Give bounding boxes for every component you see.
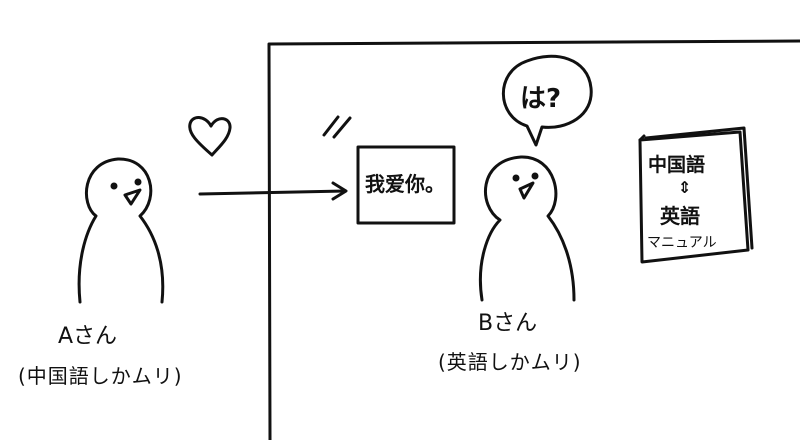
speech-bubble-text: は? xyxy=(520,84,562,114)
note-card-text: 我爱你。 xyxy=(365,172,445,196)
person-b-figure xyxy=(478,155,576,302)
person-b-name: Bさん xyxy=(478,311,538,336)
arrow-right-icon xyxy=(198,181,348,201)
person-b-language-note: (英語しかムリ) xyxy=(438,350,582,374)
speech-bubble xyxy=(502,54,593,147)
person-a-figure xyxy=(77,157,165,304)
heart-icon xyxy=(188,116,232,157)
room-wall xyxy=(267,39,800,440)
manual-title-line1: 中国語 xyxy=(648,154,706,176)
person-a-name: Aさん xyxy=(58,324,118,349)
manual-title-line4: マニュアル xyxy=(647,235,717,251)
motion-lines-icon xyxy=(322,115,352,139)
manual-title-line3: 英語 xyxy=(660,204,700,228)
manual-arrow-icon: ⇕ xyxy=(678,178,692,197)
note-card xyxy=(356,145,456,225)
manual-book xyxy=(638,126,754,264)
person-a-language-note: (中国語しかムリ) xyxy=(18,364,183,388)
